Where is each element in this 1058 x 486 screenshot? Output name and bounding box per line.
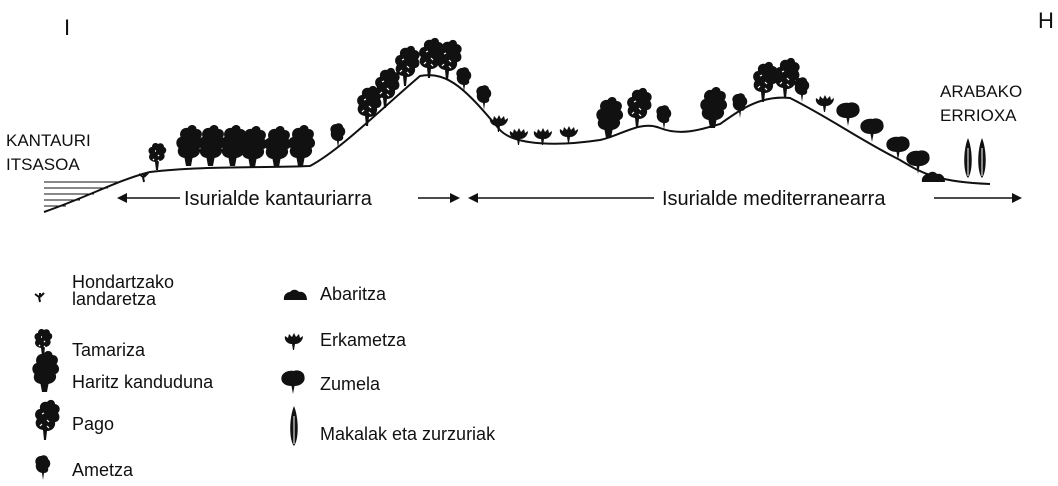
- corner-label-left: I: [64, 15, 70, 40]
- mediterranean-slope-label: Isurialde mediterranearra: [662, 188, 886, 210]
- poplar-icon: [977, 137, 987, 185]
- portuguese-oak-icon: [284, 333, 303, 350]
- portuguese-oak-icon: [559, 126, 578, 143]
- pedunculate-oak-icon: [596, 97, 624, 138]
- region-label-line1: ARABAKO: [940, 82, 1022, 101]
- legend-label-beech: Pago: [72, 414, 115, 434]
- pyrenean-oak-icon: [35, 455, 51, 480]
- mediterranean-slope-arrow: [468, 193, 1022, 203]
- holm-oak-icon: [836, 102, 860, 126]
- portuguese-oak-icon: [489, 115, 508, 132]
- beech-icon: [626, 87, 653, 129]
- legend-label-portuguese-oak: Erkametza: [320, 330, 407, 350]
- beech-icon: [34, 399, 61, 441]
- legend-label-coastal: Hondartzako landaretza: [72, 272, 175, 309]
- sea-label-line2: ITSASOA: [6, 155, 80, 174]
- holm-oak-icon: [906, 150, 930, 174]
- legend-label-holm-oak: Zumela: [320, 374, 381, 394]
- pedunculate-oak-icon: [32, 351, 60, 392]
- beech-icon: [752, 61, 779, 103]
- poplar-icon: [963, 137, 973, 185]
- poplar-icon: [289, 405, 299, 453]
- legend-label-tamarisk: Tamariza: [72, 340, 146, 360]
- corner-label-right: H: [1038, 8, 1054, 33]
- vegetation-trees: [138, 37, 987, 185]
- sea-label-line1: KANTAURI: [6, 131, 91, 150]
- portuguese-oak-icon: [815, 95, 834, 112]
- coastal-plant-icon: [138, 172, 149, 183]
- holm-oak-icon: [886, 136, 910, 160]
- pedunculate-oak-icon: [288, 125, 316, 166]
- pedunculate-oak-icon: [264, 126, 292, 167]
- legend-label-poplar: Makalak eta zurzuriak: [320, 424, 496, 444]
- legend-label-pyrenean-oak: Ametza: [72, 460, 134, 480]
- tamarisk-icon: [147, 142, 167, 171]
- pyrenean-oak-icon: [456, 67, 472, 92]
- coastal-plant-icon: [34, 292, 45, 303]
- portuguese-oak-icon: [509, 128, 528, 145]
- cantabrian-slope-label: Isurialde kantauriarra: [184, 188, 373, 210]
- kermes-oak-icon: [283, 289, 307, 300]
- terrain-profile-line: [43, 74, 991, 213]
- holm-oak-icon: [860, 118, 884, 142]
- pyrenean-oak-icon: [794, 77, 810, 102]
- legend-label-pedunculate-oak: Haritz kanduduna: [72, 372, 214, 392]
- holm-oak-icon: [281, 370, 305, 394]
- cantabrian-slope-arrow: [117, 193, 460, 203]
- region-label-line2: ERRIOXA: [940, 106, 1017, 125]
- legend-label-kermes-oak: Abaritza: [320, 284, 387, 304]
- pyrenean-oak-icon: [656, 105, 672, 130]
- sea-hatching: [44, 181, 120, 207]
